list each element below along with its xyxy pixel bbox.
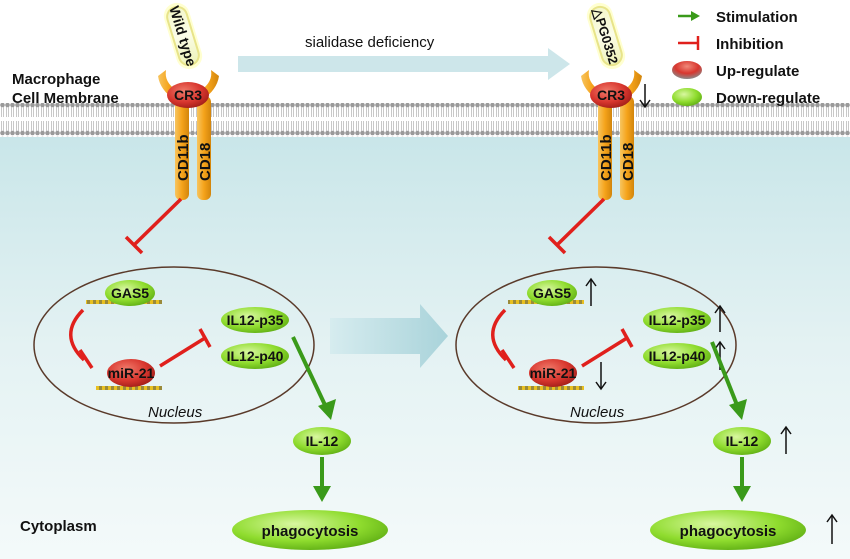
left-il12 bbox=[293, 427, 351, 455]
right-phagocytosis-up-arrow bbox=[826, 513, 838, 544]
left-cr3 bbox=[167, 82, 209, 108]
right-il12 bbox=[713, 427, 771, 455]
left-il12-label: IL-12 bbox=[306, 433, 339, 449]
right-inhibition-cd11b bbox=[547, 197, 606, 255]
right-gas5 bbox=[527, 280, 577, 306]
left-phagocytosis-label: phagocytosis bbox=[262, 523, 359, 540]
left-nucleus bbox=[33, 266, 315, 424]
right-mir21-down-arrow bbox=[595, 362, 607, 391]
right-phagocytosis-label: phagocytosis bbox=[680, 523, 777, 540]
left-phagocytosis bbox=[232, 510, 388, 550]
legend-stimulation-label: Stimulation bbox=[716, 9, 798, 26]
left-inhibition-gas5 bbox=[69, 308, 94, 369]
legend-inhibition-icon bbox=[678, 36, 700, 50]
left-mir21-rna bbox=[96, 386, 162, 390]
right-cd11b-bar bbox=[598, 96, 612, 200]
legend-up-regulate-icon bbox=[672, 61, 702, 79]
legend-inhibition-label: Inhibition bbox=[716, 36, 783, 53]
right-p35 bbox=[643, 307, 711, 333]
right-p35-up-arrow bbox=[714, 304, 726, 332]
left-inhibition-cd11b bbox=[124, 197, 183, 255]
left-p35-label: IL12-p35 bbox=[227, 312, 284, 328]
left-cd18-label: CD18 bbox=[197, 143, 214, 181]
legend-up-regulate-label: Up-regulate bbox=[716, 63, 799, 80]
membrane-label-line1: Macrophage bbox=[12, 71, 100, 88]
membrane-label-line2: Cell Membrane bbox=[12, 90, 119, 107]
transition-arrow bbox=[330, 304, 448, 368]
right-il12-label: IL-12 bbox=[726, 433, 759, 449]
right-stimulation-il12 bbox=[710, 341, 747, 420]
right-nucleus bbox=[455, 266, 737, 424]
right-cd18-label: CD18 bbox=[620, 143, 637, 181]
left-p35 bbox=[221, 307, 289, 333]
right-gas5-up-arrow bbox=[585, 277, 597, 306]
left-panel: Wild type CR3 CD11b CD18 GAS5 miR-21 bbox=[33, 2, 388, 550]
right-cr3-down-arrow bbox=[639, 84, 651, 109]
right-bacterium: △PG0352 bbox=[586, 2, 626, 70]
left-p40-label: IL12-p40 bbox=[227, 348, 284, 364]
right-nucleus-label: Nucleus bbox=[570, 404, 625, 421]
left-cd18-bar bbox=[197, 96, 211, 200]
left-gas5 bbox=[105, 280, 155, 306]
left-p40 bbox=[221, 343, 289, 369]
right-inhibition-gas5 bbox=[491, 308, 516, 369]
left-gas5-label: GAS5 bbox=[111, 285, 149, 301]
right-p40-label: IL12-p40 bbox=[649, 348, 706, 364]
left-nucleus-label: Nucleus bbox=[148, 404, 203, 421]
left-cd11b-bar bbox=[175, 96, 189, 200]
legend: Stimulation Inhibition Up-regulate Down-… bbox=[672, 9, 820, 107]
right-panel: △PG0352 CR3 CD11b CD18 GAS5 bbox=[455, 2, 838, 550]
right-p35-label: IL12-p35 bbox=[649, 312, 706, 328]
cell-membrane bbox=[0, 103, 850, 137]
right-mir21 bbox=[529, 359, 577, 387]
left-mir21-label: miR-21 bbox=[108, 365, 155, 381]
left-stimulation-phago bbox=[313, 457, 331, 502]
right-mir21-rna bbox=[518, 386, 584, 390]
legend-stimulation-icon bbox=[678, 11, 700, 21]
right-cr3-label: CR3 bbox=[597, 87, 625, 103]
right-gas5-label: GAS5 bbox=[533, 285, 571, 301]
right-cd18-bar bbox=[620, 96, 634, 200]
right-mir21-label: miR-21 bbox=[530, 365, 577, 381]
left-cd11b-label: CD11b bbox=[175, 134, 192, 181]
legend-down-regulate-icon bbox=[672, 88, 702, 106]
right-cr3 bbox=[590, 82, 632, 108]
sialidase-arrow bbox=[238, 48, 570, 80]
right-stimulation-phago bbox=[733, 457, 751, 502]
left-inhibition-mir21 bbox=[159, 328, 212, 368]
left-bacterium: Wild type bbox=[163, 2, 203, 70]
left-mir21 bbox=[107, 359, 155, 387]
right-il12-up-arrow bbox=[780, 425, 792, 454]
sialidase-label: sialidase deficiency bbox=[305, 34, 435, 51]
right-phagocytosis bbox=[650, 510, 806, 550]
right-cd11b-label: CD11b bbox=[598, 134, 615, 181]
right-inhibition-mir21 bbox=[581, 328, 634, 368]
cytoplasm-label: Cytoplasm bbox=[20, 518, 97, 535]
right-p40 bbox=[643, 343, 711, 369]
left-stimulation-il12 bbox=[291, 336, 336, 420]
legend-down-regulate-label: Down-regulate bbox=[716, 90, 820, 107]
left-cr3-label: CR3 bbox=[174, 87, 202, 103]
